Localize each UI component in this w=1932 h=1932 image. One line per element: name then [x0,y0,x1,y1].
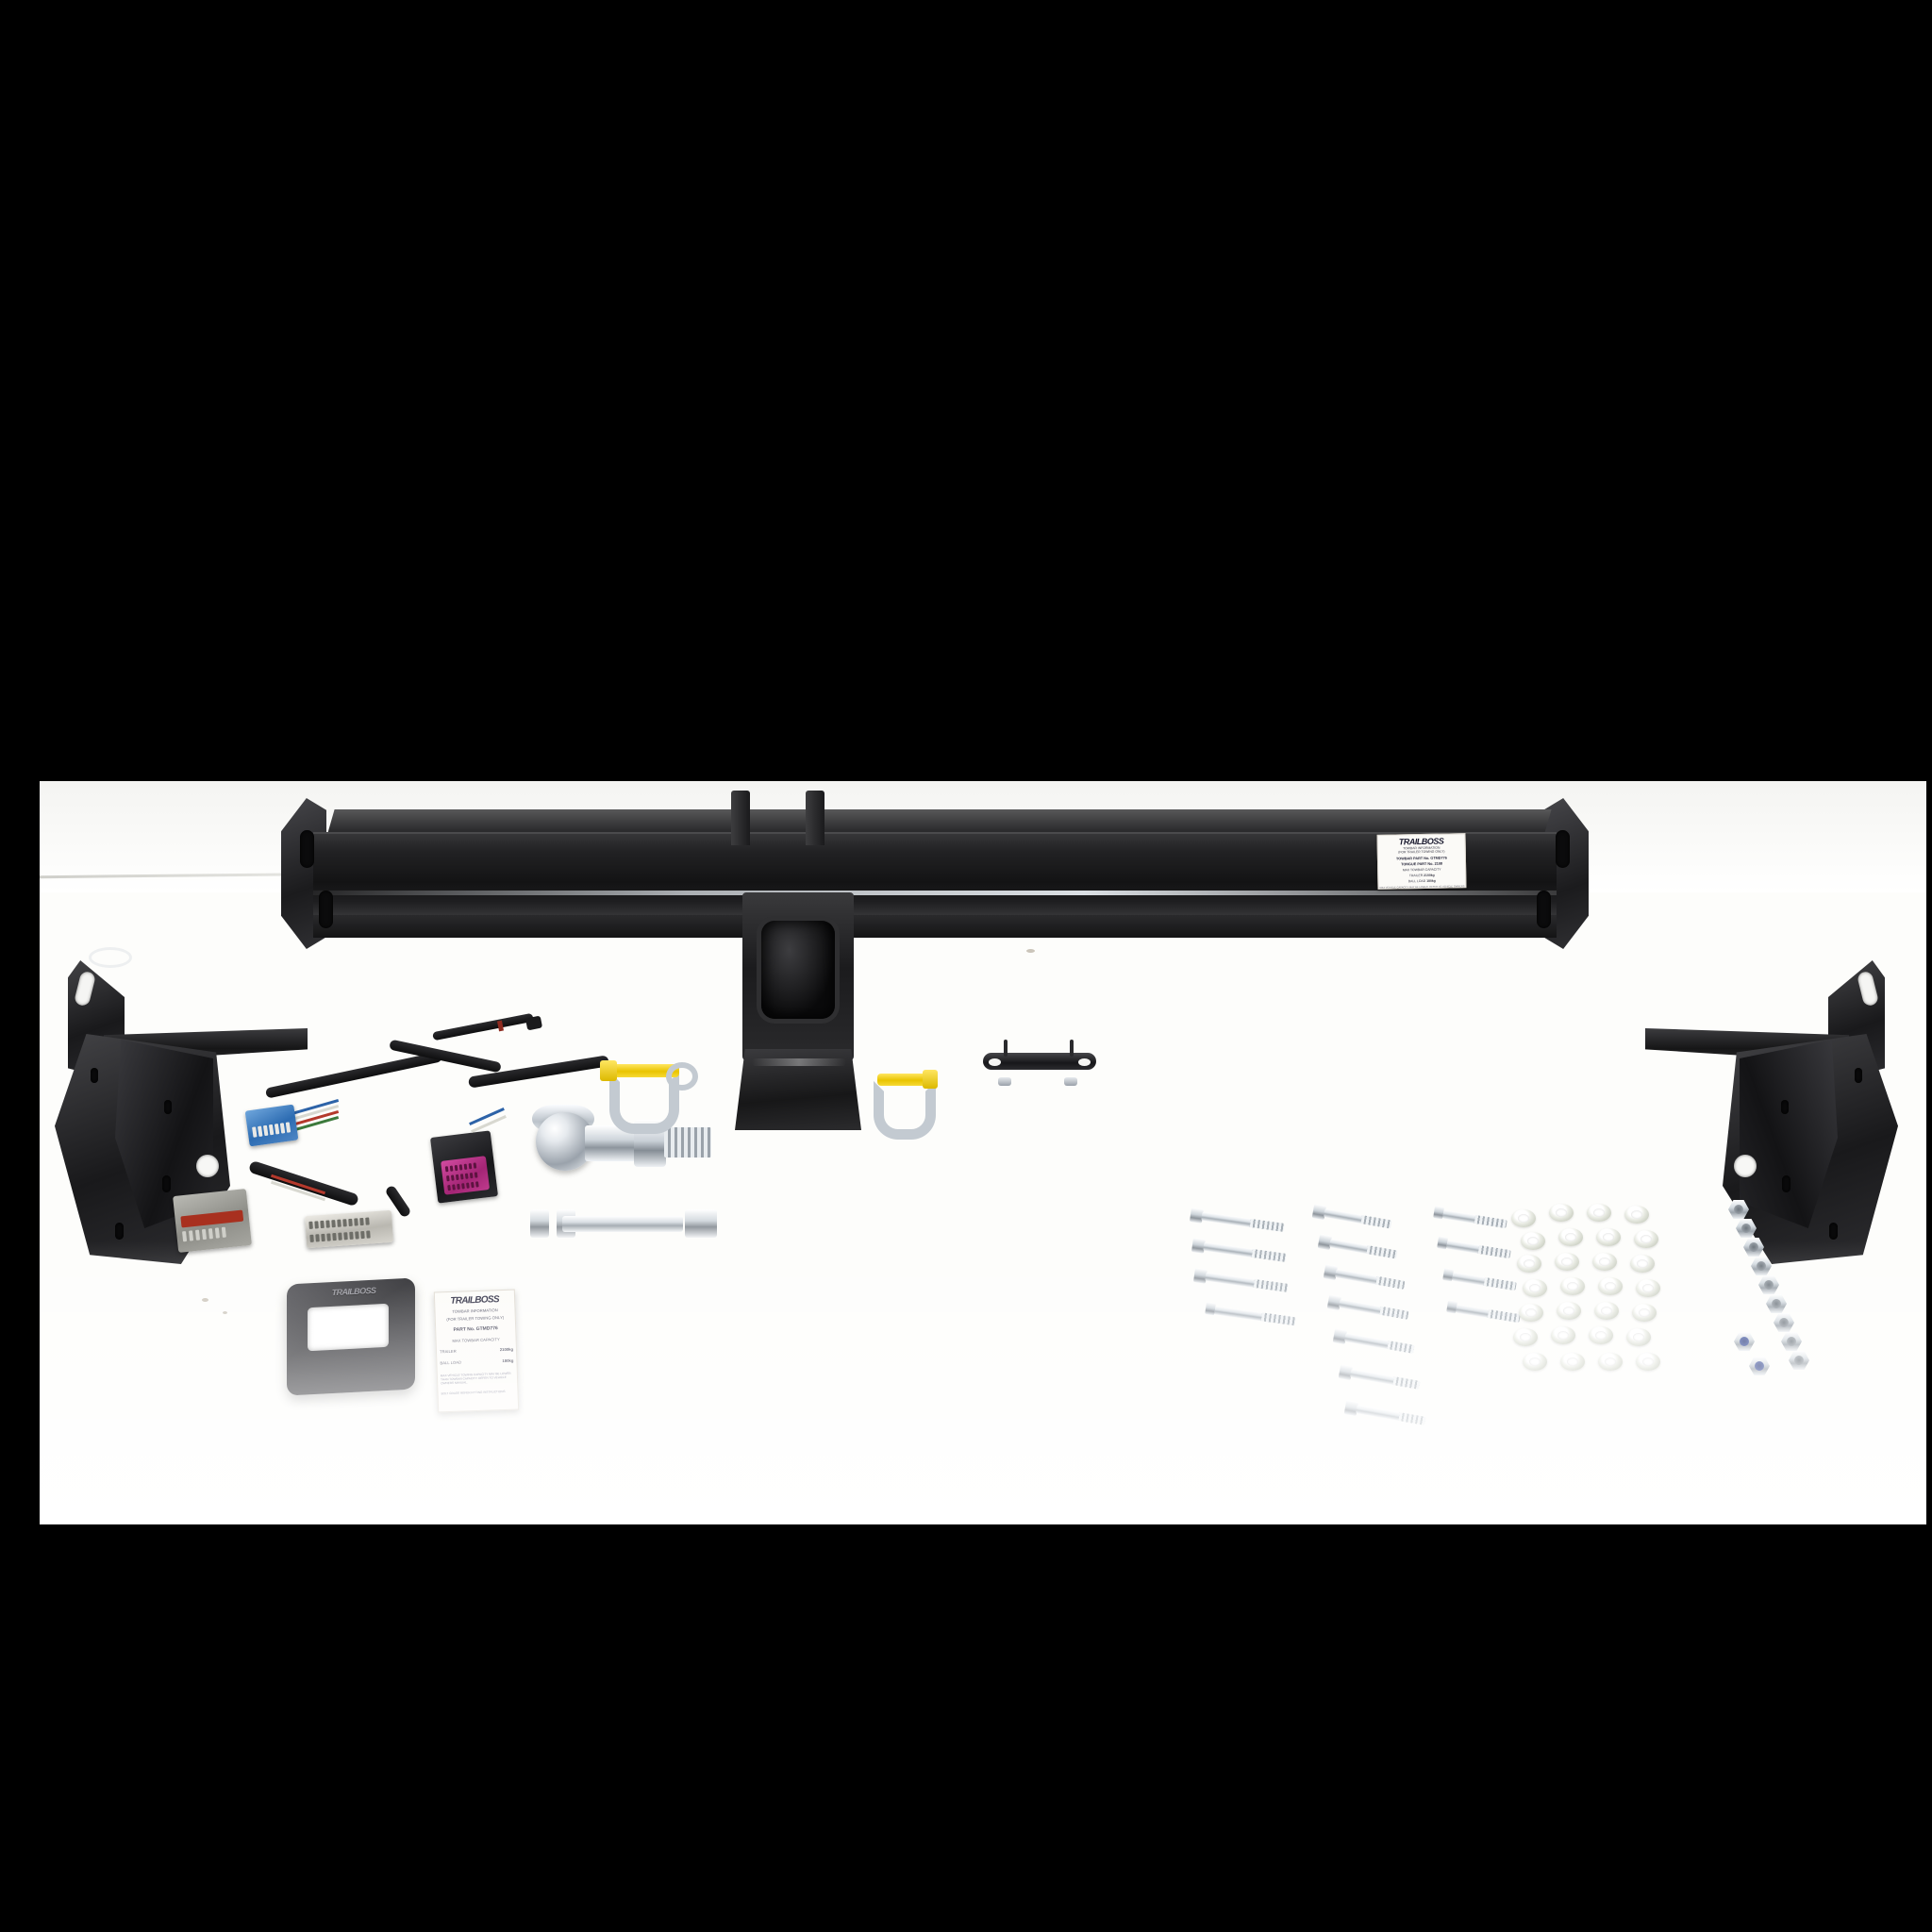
bolt-medium-1 [1311,1204,1392,1229]
d-shackle-a-pin [606,1064,679,1077]
hitch-pin-clip-ring [89,947,132,968]
bracket-left-hole-2 [164,1100,172,1114]
bracket-right-hole-5 [1829,1223,1838,1240]
washer [1587,1204,1611,1222]
tow-ball-assembly [530,1088,719,1201]
bracket-left-hole-5 [115,1223,124,1240]
hex-nut [1736,1219,1757,1238]
bolt-long-1 [1433,1206,1507,1229]
bolt-short-1 [1189,1208,1285,1232]
rating-label-row-1: BALL LOAD 180kg [1378,879,1465,885]
crossbeam-slot-right [1556,830,1570,868]
hex-nut [1728,1200,1749,1219]
d-shackle-b-body [874,1081,936,1140]
crossbeam-gusset-right [806,791,824,845]
strap-plate-stud-left [1004,1040,1008,1057]
strap-plate-clip-right [1064,1077,1077,1086]
strap-plate-hole-left [989,1058,1001,1066]
magenta-connector-pin-row-1 [444,1162,477,1173]
mounting-bracket-left [55,960,309,1272]
strap-plate-body [983,1053,1096,1070]
d-shackle-a [600,1051,698,1134]
magenta-connector [429,1130,499,1204]
receiver-lower-bracket [735,1049,861,1130]
bolt-thread [1474,1214,1507,1229]
hitch-pin-and-sleeves [530,1206,719,1247]
bracket-right-hole-2 [1781,1100,1789,1114]
rating-label-part-2: TONGUE PART No. 2108 [1401,861,1443,866]
harness-cable-tie [432,1012,534,1041]
bracket-right-hole-1 [1855,1068,1862,1083]
bolt-thread [1360,1215,1392,1229]
product-photo: TRAILBOSS TOWBAR INFORMATION (FOR TRAILE… [40,781,1926,1524]
bolt-thread [1249,1218,1285,1232]
spacer-sleeve-3 [685,1209,717,1238]
crossbeam-front-face [313,832,1557,919]
crossbeam-hole-left [319,891,333,928]
d-shackle-a-body [609,1072,679,1134]
magenta-connector-pin-row-2 [446,1172,478,1182]
magenta-connector-face [441,1156,491,1195]
tow-ball-thread [664,1127,711,1158]
blue-connector [244,1104,299,1147]
bracket-left-hole-1 [91,1068,98,1083]
hitch-pin [562,1216,683,1232]
harness-boot-end [525,1015,543,1031]
strap-plate-hole-right [1078,1058,1091,1066]
strap-plate-stud-right [1070,1040,1074,1057]
magenta-connector-pin-row-3 [447,1181,479,1191]
blue-connector-pins [252,1122,291,1138]
rating-label-subtitle: (FOR TRAILER TOWING ONLY) [1398,849,1445,855]
rating-label-row-0: TRAILER 2100kg [1378,873,1465,878]
receiver-square-opening [761,921,835,1019]
strap-plate-clip-left [998,1077,1011,1086]
bracket-left-hole-3 [196,1155,219,1177]
crossbeam-bottom-flange [313,915,1557,938]
d-shackle-a-pin-head [600,1060,617,1081]
spacer-sleeve-1 [530,1209,549,1238]
bracket-right-hole-4 [1782,1175,1790,1192]
crossbeam-hole-right [1537,891,1551,928]
harness-loom-upper [264,1051,443,1099]
backdrop-speck [1026,949,1035,953]
harness-loom-lower-left [247,1159,360,1208]
grey-connector-red-lock [180,1209,244,1228]
silver-connector-pin-row-1 [308,1217,370,1229]
rating-label-part-1: TOWBAR PART No. GTMD776 [1395,856,1447,860]
rating-row-0-label: TRAILER [1408,873,1424,878]
bolt-shank [1442,1209,1478,1224]
backdrop-falloff [40,1241,1926,1524]
d-shackle-a-eye [666,1062,698,1091]
rating-row-0-value: 2100kg [1424,873,1435,877]
d-shackle-b [870,1064,940,1140]
d-shackle-b-pin-head [923,1070,938,1089]
bolt-shank [1324,1208,1364,1224]
bracket-left-hole-4 [162,1175,171,1192]
crossbeam-slot-left [300,830,314,868]
rating-row-1-label: BALL LOAD [1407,879,1426,884]
crossbeam-highlight [313,891,1557,895]
crossbeam-gusset-left [731,791,750,845]
receiver-highlight [752,1058,846,1066]
safety-chain-strap-plate [983,1040,1096,1086]
tow-ball [536,1112,594,1171]
towbar-crossbeam: TRAILBOSS TOWBAR INFORMATION (FOR TRAILE… [281,791,1589,949]
hitch-receiver-box [735,892,861,1130]
washer [1511,1209,1536,1227]
grey-connector-pins [182,1226,226,1242]
rating-label-capacity-heading: MAX TOWBAR CAPACITY [1402,867,1441,872]
towbar-rating-label: TRAILBOSS TOWBAR INFORMATION (FOR TRAILE… [1376,833,1467,890]
washer [1624,1206,1649,1224]
bracket-right-hole-3 [1734,1155,1757,1177]
bolt-shank [1201,1211,1253,1228]
d-shackle-b-pin [877,1074,936,1086]
washer [1549,1204,1574,1222]
rating-row-1-value: 180kg [1426,879,1436,884]
